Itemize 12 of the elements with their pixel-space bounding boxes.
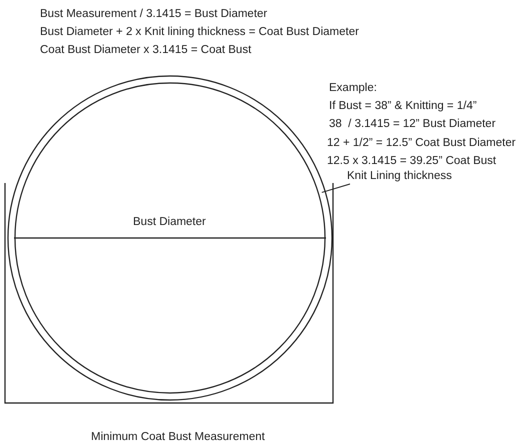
measurement-label: Minimum Coat Bust Measurement (91, 430, 265, 444)
formula-text: Bust Diameter + 2 x Knit lining thickness = Coat Bust Diameter (40, 25, 359, 39)
example-text: 12.5 x 3.1415 = 39.25” Coat Bust (327, 154, 496, 168)
example-heading: Example: (329, 81, 377, 95)
example-text: 38 / 3.1415 = 12” Bust Diameter (329, 117, 496, 131)
leader-line (321, 184, 350, 193)
formula-text: Bust Measurement / 3.1415 = Bust Diameter (40, 7, 268, 21)
example-text: 12 + 1/2” = 12.5” Coat Bust Diameter (327, 136, 516, 150)
formula-text: Coat Bust Diameter x 3.1415 = Coat Bust (40, 43, 252, 57)
example-text: If Bust = 38” & Knitting = 1/4” (329, 99, 477, 113)
diameter-label: Bust Diameter (133, 215, 206, 229)
callout-text: Knit Lining thickness (347, 169, 452, 183)
